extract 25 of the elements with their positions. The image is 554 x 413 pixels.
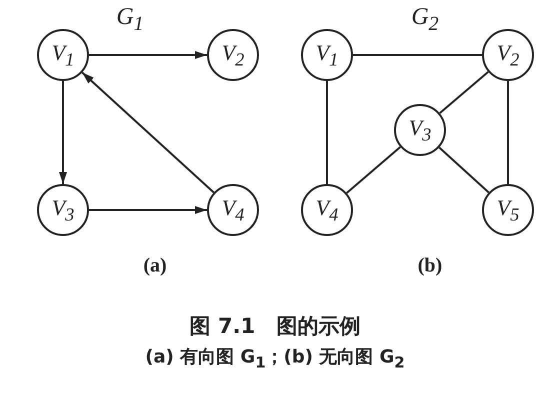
- edge-line: [326, 81, 328, 184]
- figure-caption: 图 7.1 图的示例: [190, 313, 360, 340]
- arrow: [89, 51, 207, 59]
- vertex-circle: V$_{1}$: [37, 29, 89, 81]
- edge-line: [346, 146, 401, 194]
- vertex-circle: V$_{3}$: [37, 184, 89, 236]
- edge-line: [507, 81, 509, 184]
- arrow: [89, 206, 207, 214]
- graph-title: G$_{2}$: [411, 4, 439, 36]
- subcaption: (a) 有向图 G$_{1}$；(b) 无向图 G$_{2}$: [145, 346, 405, 372]
- vertex-circle: V$_{2}$: [207, 29, 259, 81]
- vertex-circle: V$_{4}$: [301, 184, 353, 236]
- vertex-circle: V$_{1}$: [301, 29, 353, 81]
- vertex-circle: V$_{2}$: [482, 29, 534, 81]
- edge-line: [439, 71, 489, 114]
- subfigure-label: (b): [418, 254, 442, 278]
- vertex-circle: V$_{3}$: [394, 104, 446, 156]
- edge-line: [353, 54, 482, 56]
- subfigure-label: (a): [143, 254, 167, 278]
- arrow: [59, 81, 67, 184]
- vertex-circle: V$_{4}$: [207, 184, 259, 236]
- arrow: [82, 72, 214, 194]
- vertex-circle: V$_{5}$: [482, 184, 534, 236]
- graph-title: G$_{1}$: [116, 4, 144, 36]
- edge-line: [438, 146, 490, 194]
